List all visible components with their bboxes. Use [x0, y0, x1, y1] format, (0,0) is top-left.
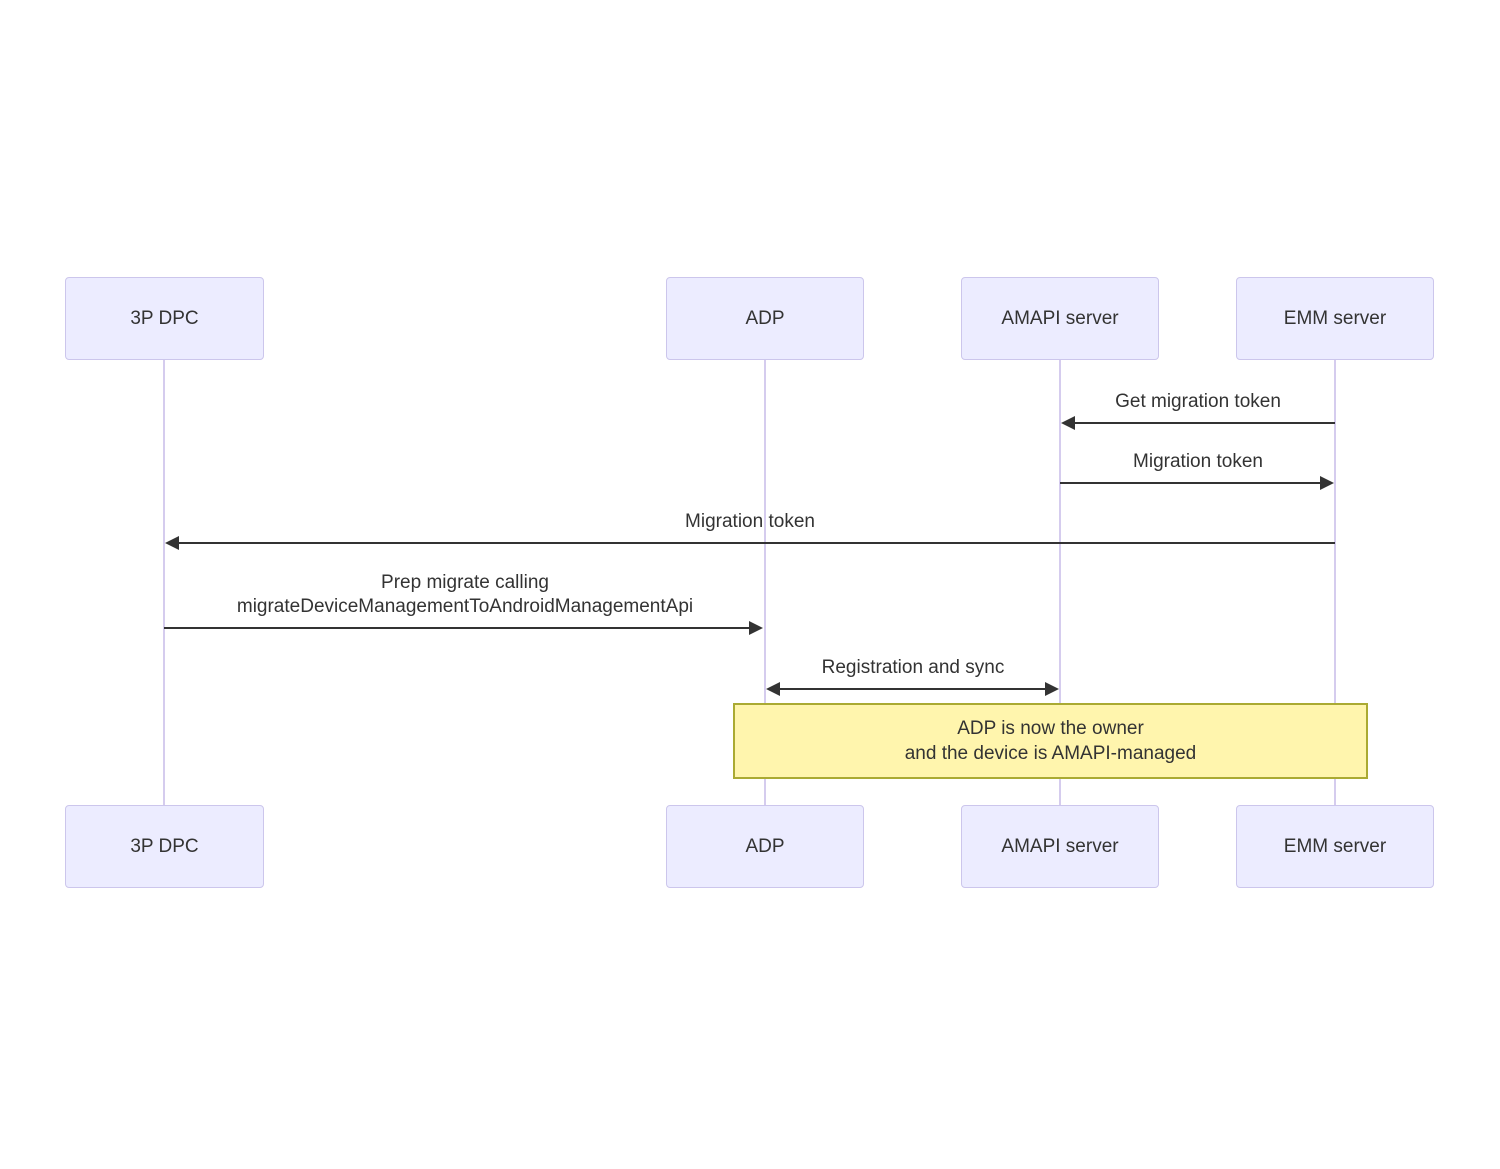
lifeline-emm-server [1334, 360, 1336, 806]
lifeline-amapi-server [1059, 360, 1061, 806]
message-label-prep-migrate-line2: migrateDeviceManagementToAndroidManageme… [236, 596, 694, 617]
lifeline-adp [764, 360, 766, 806]
note-line1: ADP is now the owner [957, 718, 1144, 739]
message-label-get-migration-token: Get migration token [1115, 391, 1281, 412]
message-label-prep-migrate: Prep migrate calling migrateDeviceManage… [237, 571, 693, 619]
message-arrow-migration-token-to-3p-dpc [165, 536, 1335, 550]
note-adp-owner: ADP is now the owner and the device is A… [733, 703, 1368, 779]
actor-top-adp: ADP [666, 277, 864, 360]
actor-top-amapi-server: AMAPI server [961, 277, 1159, 360]
actor-top-3p-dpc: 3P DPC [65, 277, 264, 360]
actor-bottom-3p-dpc: 3P DPC [65, 805, 264, 888]
message-arrow-migration-token-to-emm [1060, 476, 1334, 490]
actor-top-emm-server: EMM server [1236, 277, 1434, 360]
lifeline-3p-dpc [163, 360, 165, 806]
actor-bottom-emm-server: EMM server [1236, 805, 1434, 888]
message-arrow-get-migration-token [1061, 416, 1335, 430]
actor-bottom-adp: ADP [666, 805, 864, 888]
note-line2: and the device is AMAPI-managed [904, 743, 1197, 764]
message-label-migration-token-to-3p-dpc: Migration token [685, 511, 815, 532]
message-label-migration-token-to-emm: Migration token [1133, 451, 1263, 472]
message-label-prep-migrate-line1: Prep migrate calling [381, 572, 549, 593]
message-arrow-prep-migrate [164, 621, 763, 635]
actor-bottom-amapi-server: AMAPI server [961, 805, 1159, 888]
message-label-registration-and-sync: Registration and sync [821, 657, 1005, 678]
message-arrow-registration-and-sync [766, 682, 1059, 696]
